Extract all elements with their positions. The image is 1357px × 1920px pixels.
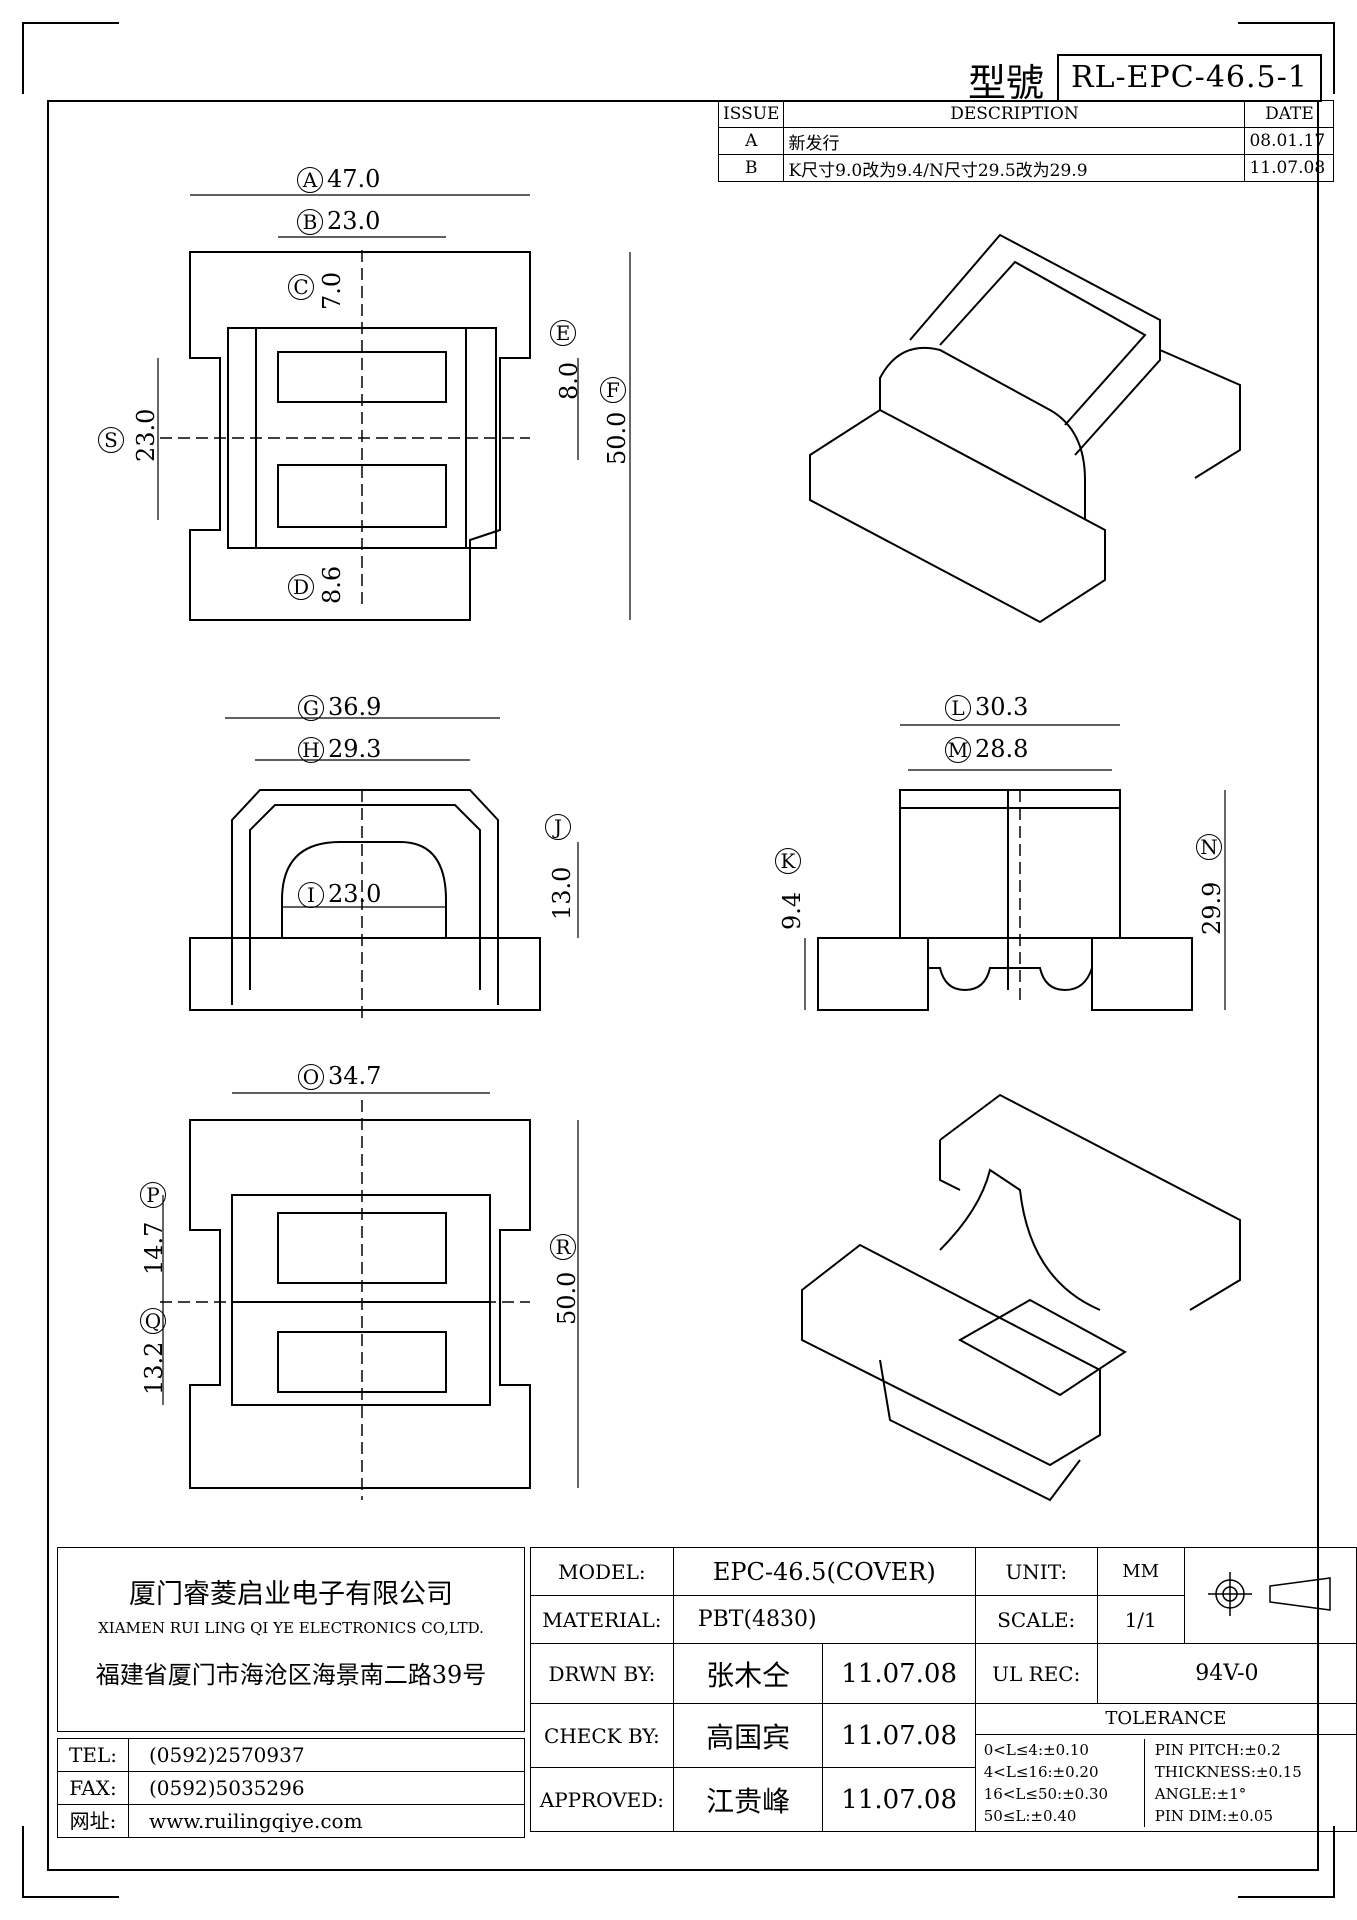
dim-e: E (550, 318, 580, 346)
projection-symbol (1183, 1547, 1357, 1644)
isometric-view-bottom (801, 1093, 1241, 1502)
dim-r: R (550, 1232, 580, 1260)
dim-f: F (600, 375, 630, 403)
isometric-view-top (809, 233, 1241, 624)
top-view (157, 194, 631, 621)
dim-d: D (288, 572, 318, 600)
fax-value: (0592)5035296 (149, 1776, 305, 1800)
material-value: PBT(4830) (672, 1595, 976, 1644)
rev-header-issue: ISSUE (717, 100, 785, 128)
approved-by: 江贵峰 (672, 1767, 824, 1832)
dim-p-value: 14.7 (140, 1221, 168, 1275)
model-field-value: EPC-46.5(COVER) (672, 1547, 976, 1596)
drawn-label: DRWN BY: (530, 1643, 674, 1704)
pin-dim: PIN DIM:±0.05 (1154, 1807, 1274, 1825)
dim-k: K (775, 846, 805, 874)
scale-value: 1/1 (1096, 1595, 1185, 1644)
tel-label: TEL: (58, 1739, 129, 1771)
dim-q: Q (140, 1306, 170, 1334)
dim-j-value: 13.0 (548, 866, 576, 920)
rev-description: 新发行 (783, 127, 1246, 155)
dim-c-value: 7.0 (318, 271, 346, 310)
rev-issue: B (717, 154, 785, 182)
technical-drawing (157, 194, 1241, 1502)
tolerance-line: 16<L≤50:±0.30 (983, 1785, 1109, 1803)
dim-j: J (545, 812, 575, 840)
company-name-cn: 厦门睿菱启业电子有限公司 (129, 1579, 453, 1610)
approved-label: APPROVED: (530, 1767, 674, 1832)
dim-s-value: 23.0 (132, 408, 160, 462)
web-label: 网址: (58, 1805, 129, 1837)
unit-value: MM (1096, 1547, 1185, 1596)
model-label: 型號 (968, 61, 1045, 105)
ul-label: UL REC: (974, 1643, 1098, 1704)
rev-date: 08.01.17 (1244, 127, 1335, 155)
dim-k-value: 9.4 (778, 891, 806, 930)
dim-p: P (140, 1180, 170, 1208)
tolerance-label: TOLERANCE (975, 1704, 1356, 1735)
dim-e-value: 8.0 (555, 361, 583, 400)
rev-date: 11.07.08 (1244, 154, 1335, 182)
model-field-label: MODEL: (530, 1547, 674, 1596)
contact-table: TEL: (0592)2570937 FAX: (0592)5035296 网址… (57, 1738, 525, 1838)
title-block: MODEL: EPC-46.5(COVER) UNIT: MM MATERIAL… (530, 1547, 1357, 1832)
dim-d-value: 8.6 (318, 565, 346, 604)
angle: ANGLE:±1° (1154, 1785, 1247, 1803)
unit-label: UNIT: (974, 1547, 1098, 1596)
web-value: www.ruilingqiye.com (149, 1809, 363, 1833)
company-box: 厦门睿菱启业电子有限公司 XIAMEN RUI LING QI YE ELECT… (57, 1547, 525, 1732)
drawing-frame (47, 100, 1319, 1871)
approved-date: 11.07.08 (822, 1767, 976, 1832)
drawn-by: 张木仝 (672, 1643, 824, 1704)
tolerance-line: 4<L≤16:±0.20 (983, 1763, 1099, 1781)
check-by: 高国宾 (672, 1703, 824, 1768)
side-view (189, 717, 579, 1020)
company-address: 福建省厦门市海沧区海景南二路39号 (95, 1661, 487, 1689)
rev-header-date: DATE (1244, 100, 1335, 128)
dim-n-value: 29.9 (1198, 881, 1226, 935)
corner-mark-br (1238, 1826, 1335, 1898)
fax-label: FAX: (58, 1772, 129, 1804)
check-label: CHECK BY: (530, 1703, 674, 1768)
rev-description: K尺寸9.0改为9.4/N尺寸29.5改为29.9 (783, 154, 1246, 182)
bottom-view (160, 1092, 579, 1500)
dim-r-value: 50.0 (553, 1271, 581, 1325)
dim-q-value: 13.2 (140, 1341, 168, 1395)
ul-value: 94V-0 (1096, 1643, 1357, 1704)
corner-mark-tr (1238, 22, 1335, 94)
tolerance-line: 50≤L:±0.40 (983, 1807, 1077, 1825)
thickness: THICKNESS:±0.15 (1154, 1763, 1302, 1781)
scale-label: SCALE: (974, 1595, 1098, 1644)
company-name-en: XIAMEN RUI LING QI YE ELECTRONICS CO,LTD… (98, 1619, 484, 1637)
check-date: 11.07.08 (822, 1703, 976, 1768)
drawn-date: 11.07.08 (822, 1643, 976, 1704)
corner-mark-bl (22, 1826, 119, 1898)
dim-f-value: 50.0 (603, 411, 631, 465)
third-angle-projection-icon (1208, 1571, 1332, 1616)
front-view (804, 724, 1226, 1011)
tel-value: (0592)2570937 (149, 1743, 305, 1767)
material-label: MATERIAL: (530, 1595, 674, 1644)
corner-mark-tl (22, 22, 119, 94)
dim-c: C (288, 272, 318, 300)
dim-s: S (98, 425, 128, 453)
tolerance-box: TOLERANCE 0<L≤4:±0.10 4<L≤16:±0.20 16<L≤… (974, 1703, 1357, 1832)
revision-table: ISSUE DESCRIPTION DATE A 新发行 08.01.17 B … (717, 100, 1335, 182)
pin-pitch: PIN PITCH:±0.2 (1154, 1741, 1281, 1759)
dim-n: N (1196, 832, 1226, 860)
tolerance-line: 0<L≤4:±0.10 (983, 1741, 1089, 1759)
